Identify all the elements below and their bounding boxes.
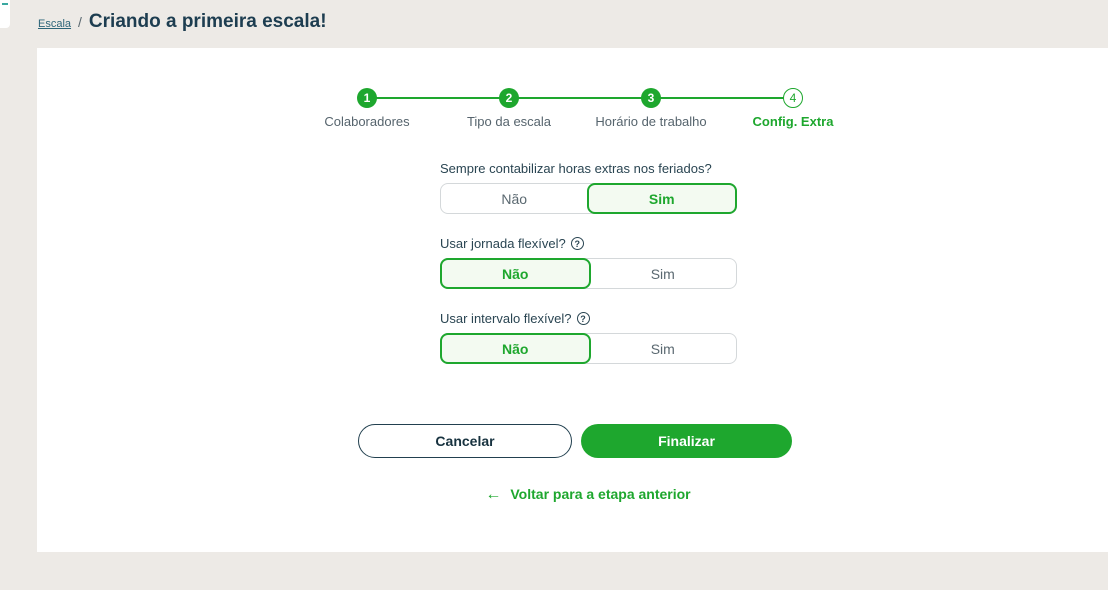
finalize-button[interactable]: Finalizar: [581, 424, 792, 458]
option-nao[interactable]: Não: [440, 333, 591, 364]
stepper-step-config-extra[interactable]: 4 Config. Extra: [722, 88, 864, 129]
collapsed-sidebar-fragment: [0, 0, 10, 28]
step-number: 3: [647, 91, 655, 105]
page-title: Criando a primeira escala!: [88, 11, 327, 32]
toggle-question-text: Usar jornada flexível?: [440, 236, 566, 251]
stepper-step-tipo-da-escala[interactable]: 2 Tipo da escala: [438, 88, 580, 129]
back-link-label: Voltar para a etapa anterior: [510, 486, 691, 502]
sidebar-fragment-mark: [2, 3, 8, 5]
toggle-question-text: Sempre contabilizar horas extras nos fer…: [440, 161, 712, 176]
cancel-button[interactable]: Cancelar: [358, 424, 572, 458]
content-card: 1 Colaboradores 2 Tipo da escala 3 Horár…: [37, 48, 1108, 552]
toggle-question-text: Usar intervalo flexível?: [440, 311, 572, 326]
step-label: Colaboradores: [324, 114, 410, 129]
option-nao[interactable]: Não: [440, 258, 591, 289]
step-label: Config. Extra: [752, 114, 834, 129]
breadcrumb-link-escala[interactable]: Escala: [38, 18, 72, 30]
segmented-control: Não Sim: [440, 333, 737, 364]
stepper-step-horario-de-trabalho[interactable]: 3 Horário de trabalho: [580, 88, 722, 129]
help-icon[interactable]: ?: [576, 312, 590, 325]
step-label: Horário de trabalho: [595, 114, 707, 129]
step-number: 4: [789, 91, 797, 105]
step-number: 2: [505, 91, 513, 105]
segmented-control: Não Sim: [440, 258, 737, 289]
toggle-question: Usar jornada flexível? ?: [440, 236, 737, 251]
option-sim[interactable]: Sim: [586, 183, 737, 214]
stepper-step-colaboradores[interactable]: 1 Colaboradores: [296, 88, 438, 129]
step-circle: 3: [641, 88, 661, 108]
left-arrow-icon: ←: [485, 486, 502, 503]
help-icon[interactable]: ?: [570, 237, 584, 250]
stepper-connector-line: [367, 97, 793, 99]
toggle-question: Usar intervalo flexível? ?: [440, 311, 737, 326]
action-buttons: Cancelar Finalizar: [358, 424, 792, 458]
option-sim[interactable]: Sim: [650, 265, 675, 282]
toggle-intervalo-flexivel: Usar intervalo flexível? ? Não Sim: [440, 311, 737, 364]
step-circle: 2: [499, 88, 519, 108]
toggle-question: Sempre contabilizar horas extras nos fer…: [440, 161, 737, 176]
breadcrumb-separator: /: [78, 14, 82, 30]
step-number: 1: [363, 91, 371, 105]
breadcrumb: Escala / Criando a primeira escala!: [38, 11, 327, 33]
option-sim[interactable]: Sim: [650, 340, 675, 357]
toggle-jornada-flexivel: Usar jornada flexível? ? Não Sim: [440, 236, 737, 289]
toggle-horas-extras-feriados: Sempre contabilizar horas extras nos fer…: [440, 161, 737, 214]
back-link[interactable]: ← Voltar para a etapa anterior: [338, 486, 838, 504]
option-nao[interactable]: Não: [501, 190, 528, 207]
step-circle: 4: [783, 88, 803, 108]
step-circle: 1: [357, 88, 377, 108]
segmented-control: Não Sim: [440, 183, 737, 214]
stepper: 1 Colaboradores 2 Tipo da escala 3 Horár…: [296, 88, 864, 129]
step-label: Tipo da escala: [466, 114, 552, 129]
